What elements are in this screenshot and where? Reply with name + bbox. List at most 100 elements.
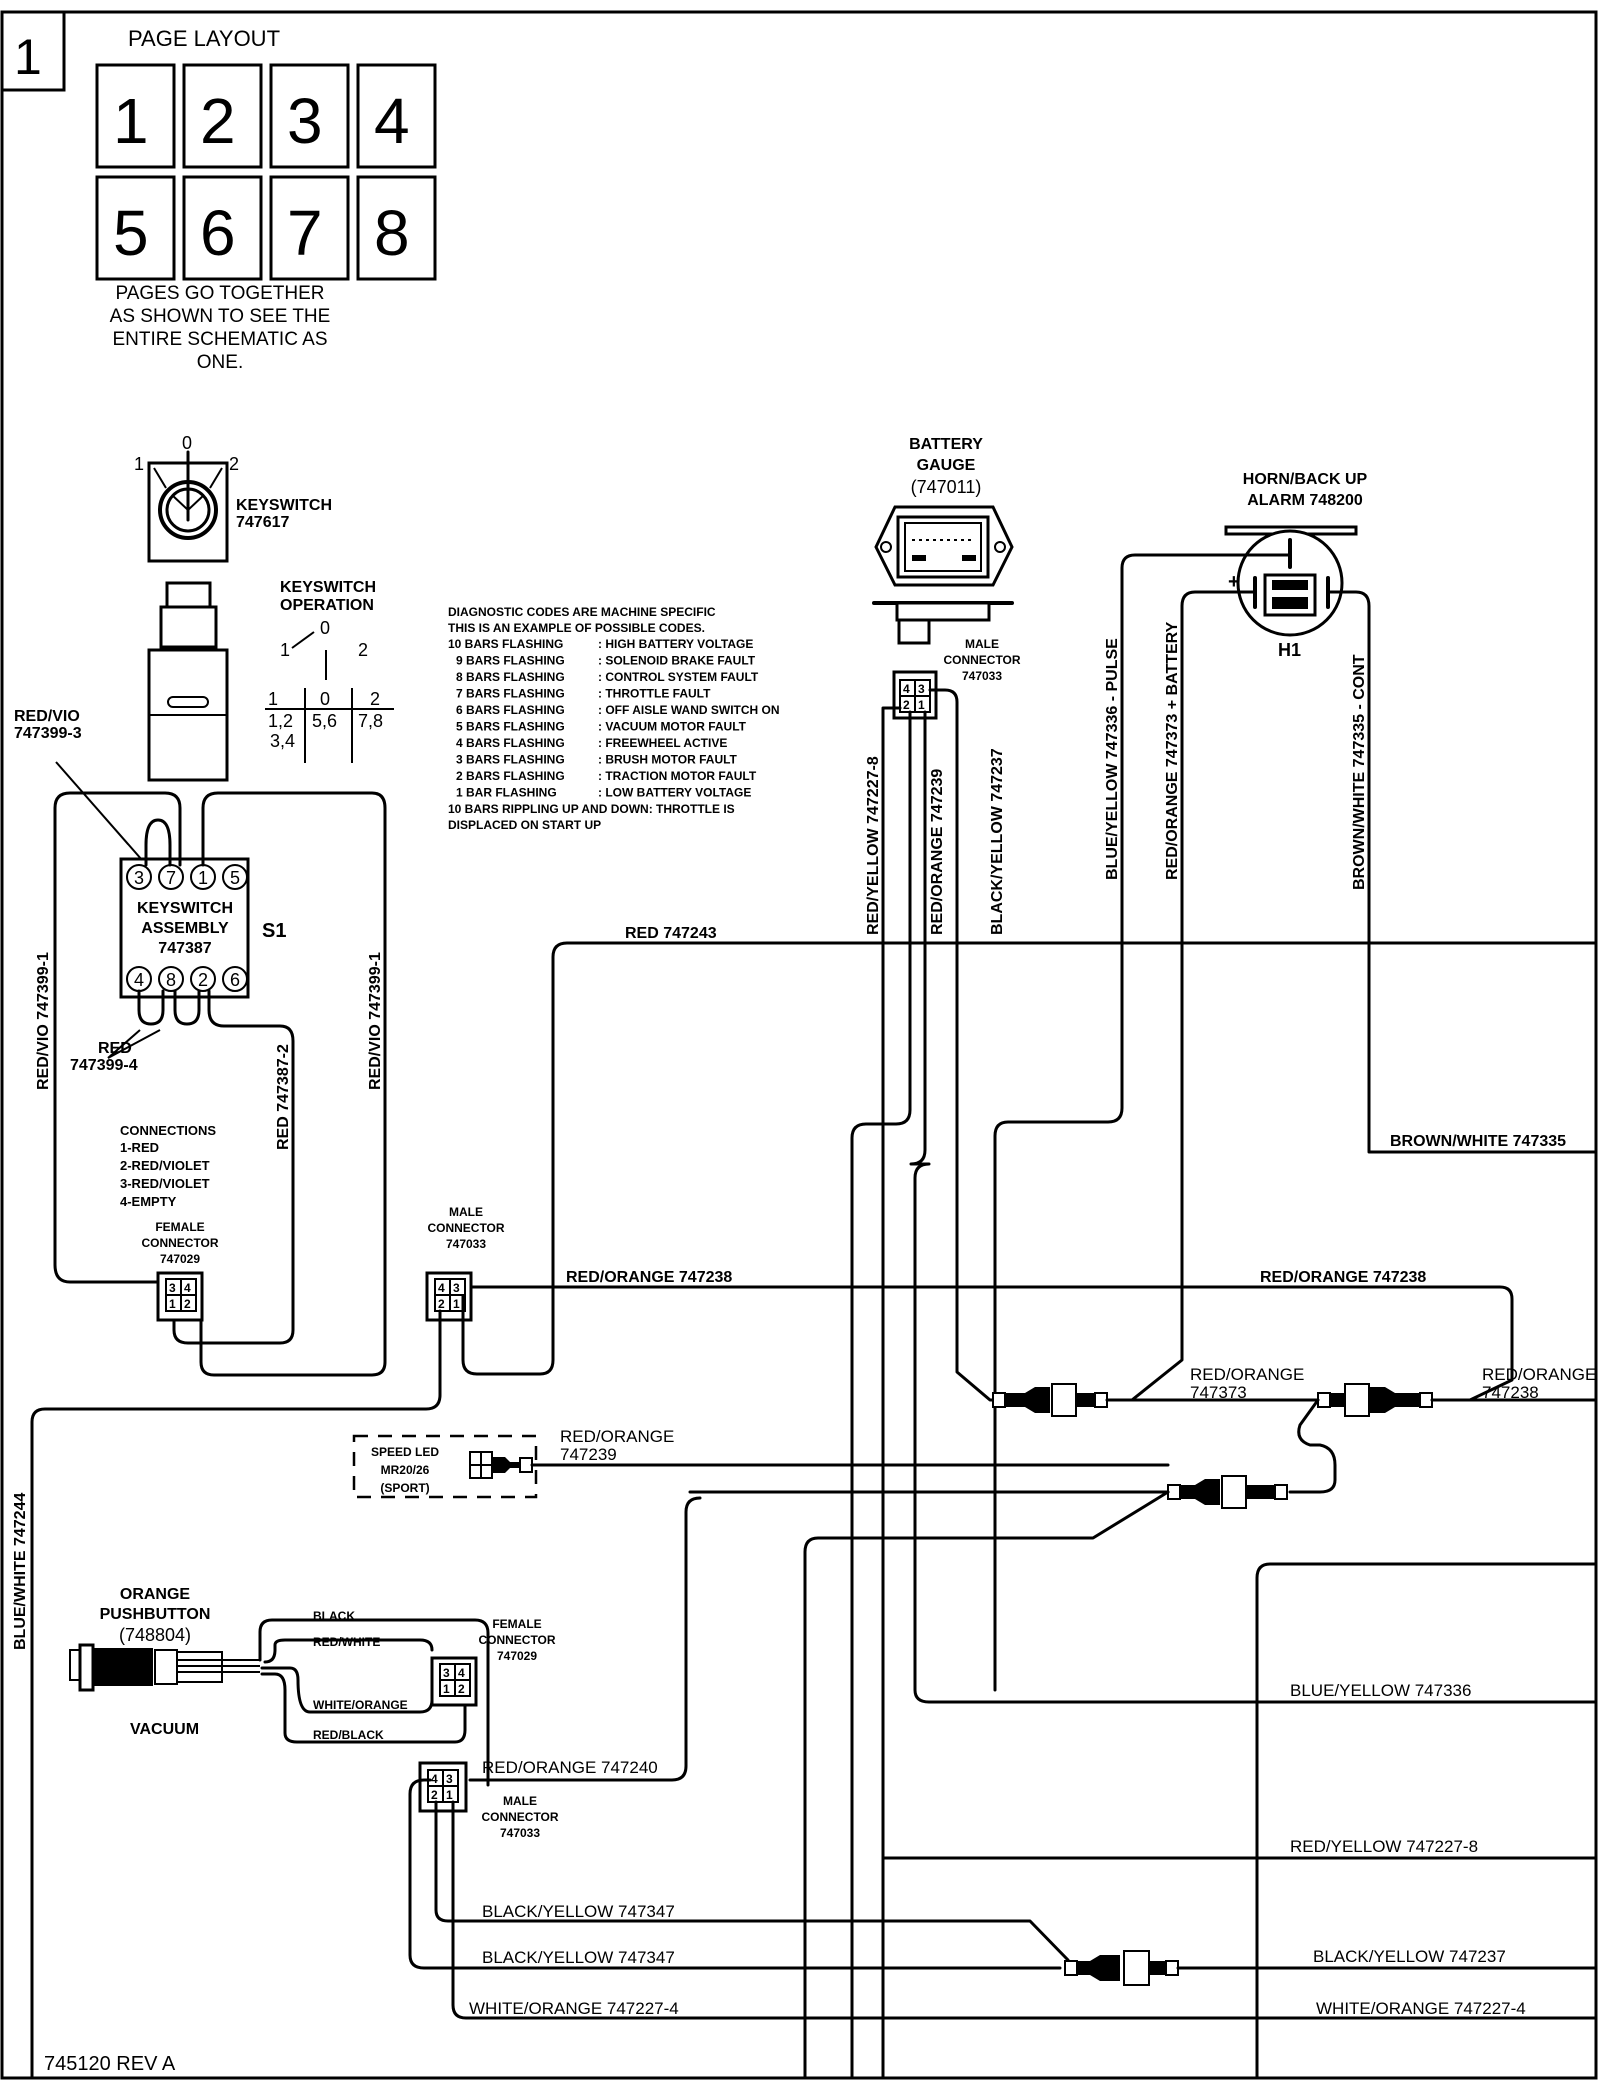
label-red-vio-1-right: RED/VIO 747399-1 <box>367 952 384 1090</box>
label-red-4: RED <box>98 1040 132 1057</box>
female-connector-label: FEMALE <box>492 1617 541 1631</box>
label-blue-yellow-horizontal: BLUE/YELLOW 747336 <box>1290 1681 1471 1700</box>
wire-red-vio-747399-1-right <box>199 791 387 1377</box>
diagnostic-code-meaning: : LOW BATTERY VOLTAGE <box>598 786 751 800</box>
inline-connector <box>992 1383 1108 1417</box>
horn-label: ALARM 748200 <box>1247 492 1363 509</box>
male-connector-label: 747033 <box>962 669 1002 683</box>
wire-red-orange-747373 <box>1113 590 1257 1402</box>
label-red-orange-238-stack: RED/ORANGE <box>1482 1365 1596 1384</box>
male-connector-747033-gauge: 4 3 2 1 <box>892 670 938 720</box>
speed-led-label: MR20/26 <box>381 1463 430 1477</box>
diagnostic-code-meaning: : SOLENOID BRAKE FAULT <box>598 654 756 668</box>
svg-text:1: 1 <box>268 689 278 709</box>
diagnostic-code-meaning: : OFF AISLE WAND SWITCH ON <box>598 703 780 717</box>
male-connector-label: 747033 <box>500 1826 540 1840</box>
horn-ref: H1 <box>1278 640 1301 660</box>
female-connector-747029-pushbutton: 3 4 1 2 <box>430 1656 478 1707</box>
label-red-orange-238-stack: 747238 <box>1482 1383 1539 1402</box>
wire-red-vio-747399-1-left <box>53 791 182 1284</box>
page-tile-number: 2 <box>200 85 236 157</box>
operation-arrow <box>291 631 315 649</box>
diagnostic-code-meaning: : HIGH BATTERY VOLTAGE <box>598 637 753 651</box>
diagnostic-code-bars: 2 BARS FLASHING <box>456 769 565 783</box>
wire-segment <box>1288 1398 1337 1494</box>
speed-led-label: (SPORT) <box>380 1481 429 1495</box>
male-connector-label: MALE <box>965 637 999 651</box>
page-tile[interactable] <box>182 175 263 281</box>
svg-text:ENTIRE SCHEMATIC AS: ENTIRE SCHEMATIC AS <box>112 329 327 350</box>
diagnostic-footer: 10 BARS RIPPLING UP AND DOWN: THROTTLE I… <box>448 802 735 816</box>
svg-text:1: 1 <box>446 1788 453 1802</box>
diagnostic-code-bars: 6 BARS FLASHING <box>456 703 565 717</box>
jumper-wire <box>144 818 172 867</box>
connections-item: 3-RED/VIOLET <box>120 1176 210 1191</box>
diagnostic-code-bars: 4 BARS FLASHING <box>456 736 565 750</box>
speed-led-connector-icon <box>469 1451 533 1479</box>
svg-text:3: 3 <box>918 682 925 696</box>
page-tile[interactable] <box>356 63 437 169</box>
wire-red-747387-2 <box>172 989 295 1345</box>
page-layout-title: PAGE LAYOUT <box>128 26 280 51</box>
wire-label-red-white: RED/WHITE <box>313 1635 380 1649</box>
female-connector-label: 747029 <box>160 1252 200 1266</box>
label-red-orange-238-right: RED/ORANGE 747238 <box>1260 1269 1426 1286</box>
svg-text:4: 4 <box>134 970 144 990</box>
diagnostic-code-meaning: : TRACTION MOTOR FAULT <box>598 769 757 783</box>
pushbutton-function: VACUUM <box>130 1721 199 1738</box>
label-red-vio-3: RED/VIO <box>14 708 80 725</box>
female-connector-label: FEMALE <box>155 1220 204 1234</box>
svg-text:4: 4 <box>438 1281 445 1295</box>
male-connector-label: 747033 <box>446 1237 486 1251</box>
diagnostic-code-bars: 10 BARS FLASHING <box>448 637 563 651</box>
diagnostic-footer: DISPLACED ON START UP <box>448 818 601 832</box>
wire-red-orange-747239 <box>928 688 1012 1402</box>
label-black-yellow-vertical: BLACK/YELLOW 747237 <box>989 748 1006 935</box>
svg-text:2: 2 <box>458 1682 465 1696</box>
diagnostic-code-meaning: : VACUUM MOTOR FAULT <box>598 720 747 734</box>
label-red-747243: RED 747243 <box>625 925 717 942</box>
pushbutton-icon <box>69 1643 260 1692</box>
svg-text:AS SHOWN TO SEE THE: AS SHOWN TO SEE THE <box>110 306 331 327</box>
keyswitch-operation-title-2: OPERATION <box>280 597 374 614</box>
label-red-4-part: 747399-4 <box>70 1057 138 1074</box>
connections-item: 2-RED/VIOLET <box>120 1158 210 1173</box>
label-red-orange-240: RED/ORANGE 747240 <box>482 1758 658 1777</box>
svg-text:1,2: 1,2 <box>268 711 293 731</box>
page-tile-number: 8 <box>374 197 410 269</box>
label-black-yellow-347-b: BLACK/YELLOW 747347 <box>482 1948 675 1967</box>
connections-item: 1-RED <box>120 1140 159 1155</box>
label-brown-white-horizontal: BROWN/WHITE 747335 <box>1390 1133 1566 1150</box>
wire-segment <box>1255 1562 1598 2080</box>
svg-text:1: 1 <box>443 1682 450 1696</box>
page-tile[interactable] <box>269 63 350 169</box>
diagnostic-code-meaning: : FREEWHEEL ACTIVE <box>598 736 727 750</box>
wire-red-orange-747240 <box>468 1496 702 1782</box>
male-connector-label: CONNECTOR <box>427 1221 504 1235</box>
keyswitch-label: KEYSWITCH <box>236 497 332 514</box>
page-tile[interactable] <box>356 175 437 281</box>
page-tile[interactable] <box>182 63 263 169</box>
label-red-orange-battery-vertical: RED/ORANGE 747373 + BATTERY <box>1164 621 1181 880</box>
keyswitch-icon <box>147 450 229 563</box>
page-tile[interactable] <box>269 175 350 281</box>
operation-pos-0: 0 <box>320 618 330 638</box>
label-red-orange-239: RED/ORANGE <box>560 1427 674 1446</box>
page-tile[interactable] <box>95 63 176 169</box>
svg-text:2: 2 <box>438 1297 445 1311</box>
label-red-orange-239: 747239 <box>560 1445 617 1464</box>
page-layout-note: PAGES GO TOGETHER AS SHOWN TO SEE THE EN… <box>110 283 331 373</box>
battery-gauge-label: GAUGE <box>917 457 976 474</box>
label-red-vio-1-left: RED/VIO 747399-1 <box>35 952 52 1090</box>
male-connector-label: MALE <box>503 1794 537 1808</box>
wire-red-white <box>263 1638 434 1664</box>
svg-text:4: 4 <box>458 1666 465 1680</box>
svg-text:7: 7 <box>166 868 176 888</box>
page-tile[interactable] <box>95 175 176 281</box>
page-tile-number: 4 <box>374 85 410 157</box>
svg-text:PAGES GO TOGETHER: PAGES GO TOGETHER <box>115 283 324 304</box>
label-red-747387-2: RED 747387-2 <box>275 1044 292 1150</box>
female-connector-747029: 3 4 1 2 <box>156 1271 204 1322</box>
svg-text:3: 3 <box>134 868 144 888</box>
